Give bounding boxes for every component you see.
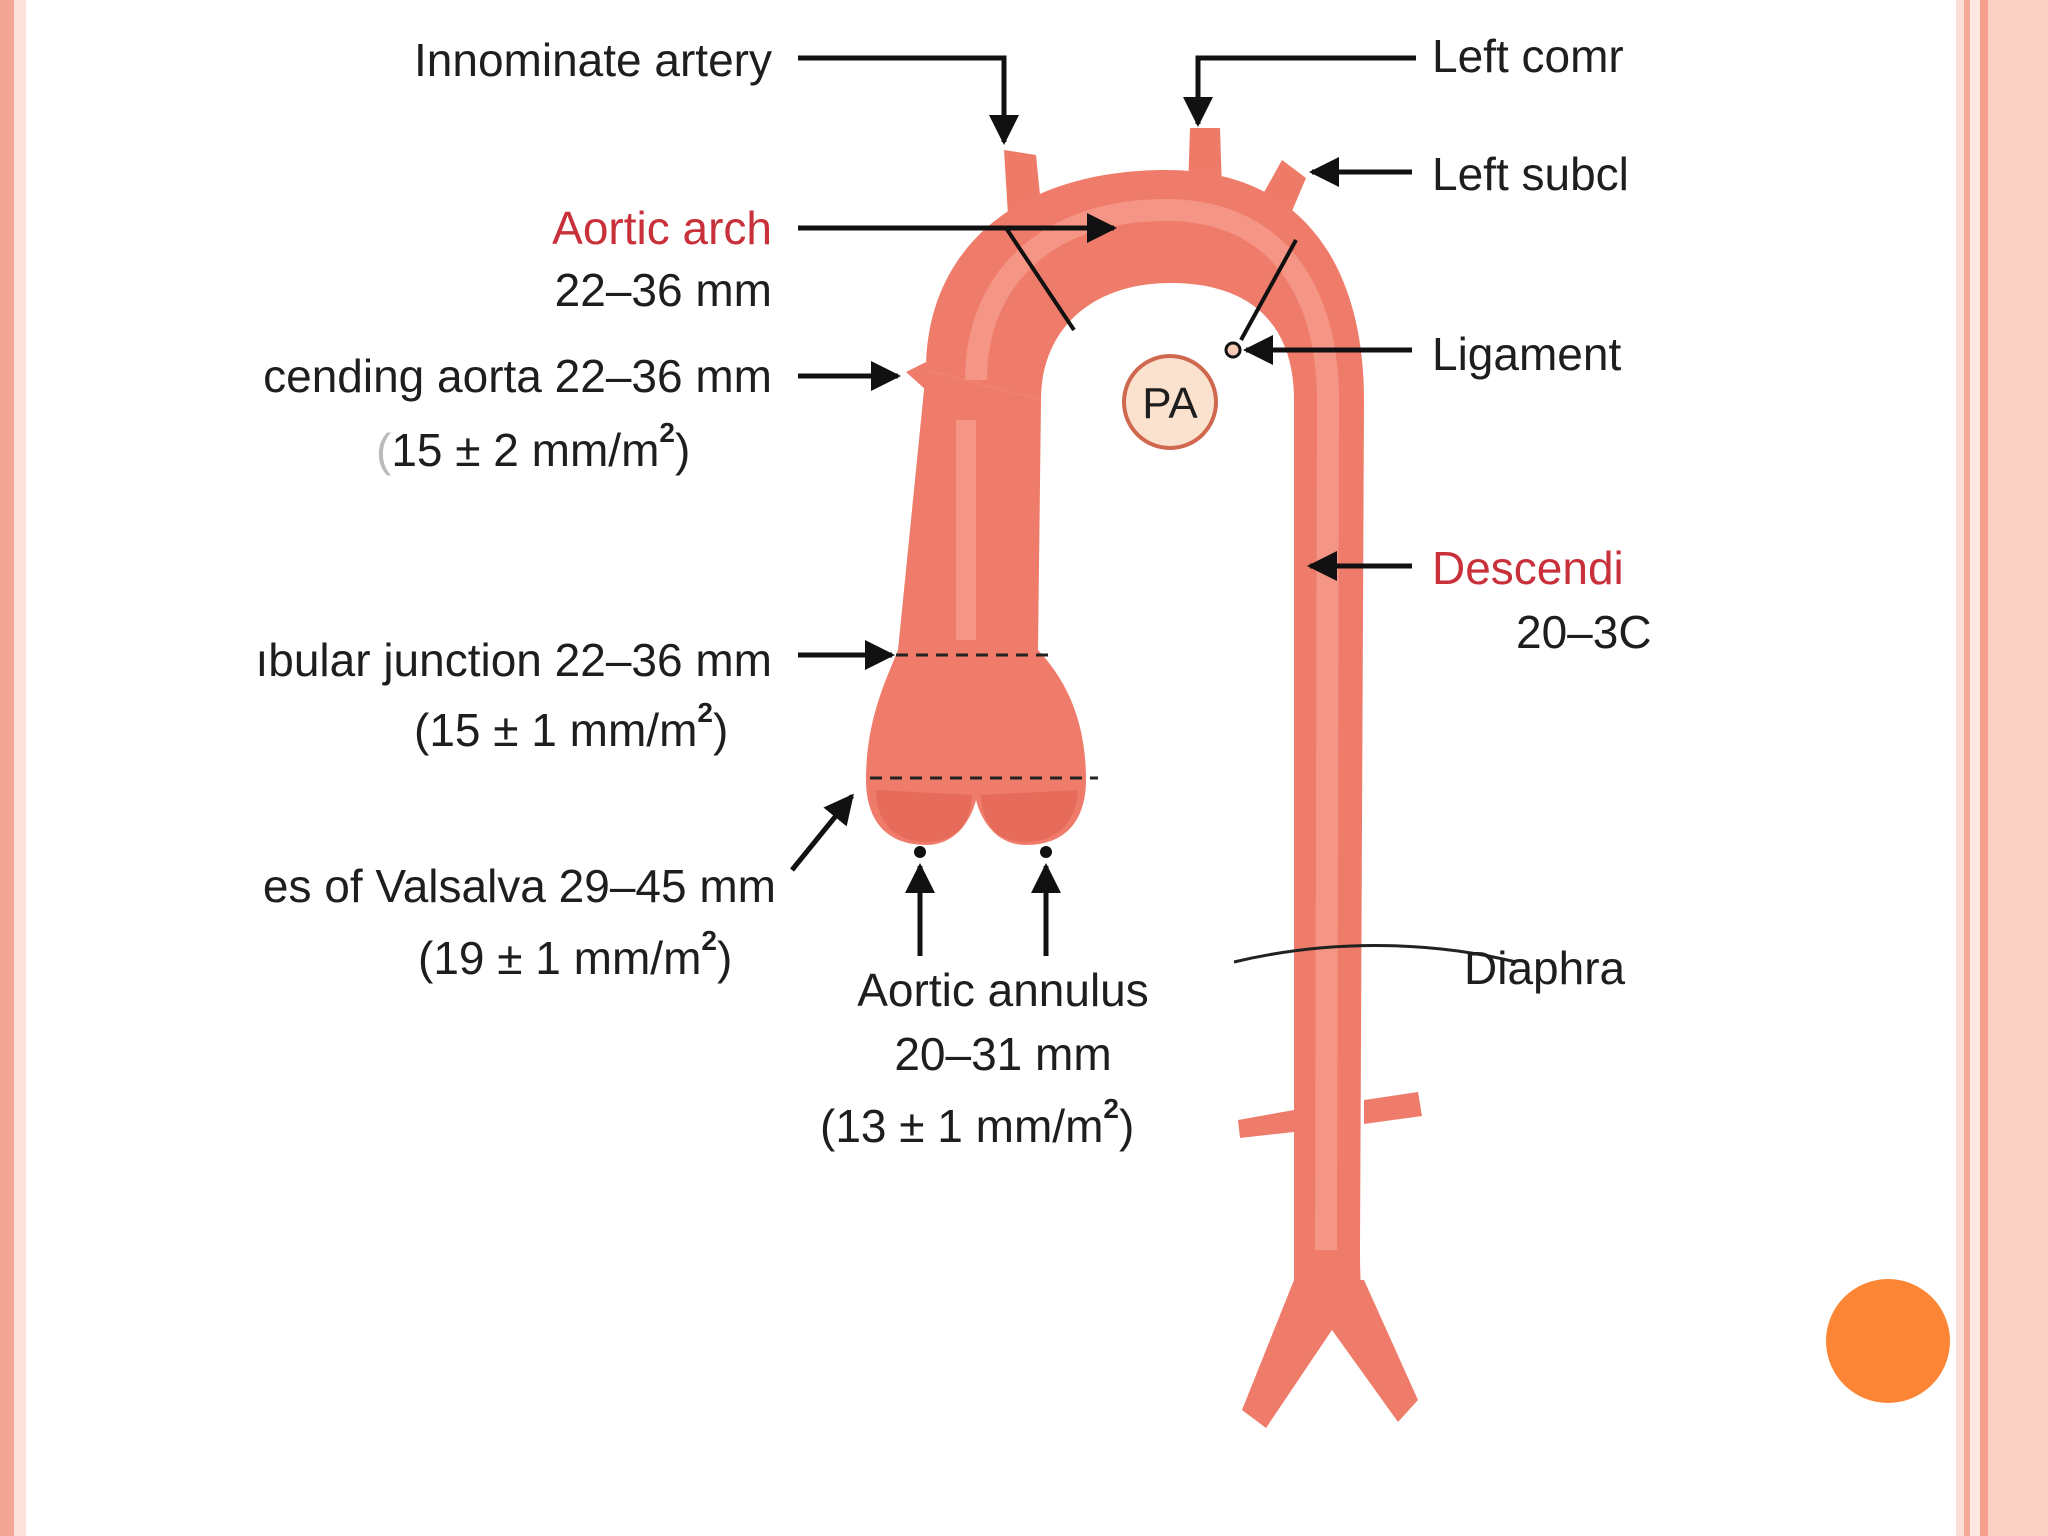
aortic-arch-label: Aortic arch (552, 202, 772, 254)
ascending-nub (906, 362, 926, 390)
left-subclavian-label: Left subcl (1432, 148, 1629, 200)
aorta-vessel: PA (866, 128, 1516, 1428)
slide-accent-dot (1826, 1279, 1950, 1403)
stj-label: ıbular junction 22–36 mm (255, 634, 772, 686)
innominate-label: Innominate artery (414, 34, 772, 86)
sinuses-index: (19 ± 1 mm/m2) (418, 925, 732, 984)
ascending-label: cending aorta 22–36 mm (263, 350, 772, 402)
lower-branch-right (1364, 1092, 1422, 1124)
slide-frame-left (0, 0, 14, 1536)
slide-frame-right (1956, 0, 2048, 1536)
descending-label: Descendi (1432, 542, 1624, 594)
aorta-diagram-svg: PA Innominate artery Left comr Left subc… (186, 0, 1656, 1500)
descending-size: 20–3C (1516, 606, 1652, 658)
pa-label: PA (1142, 379, 1198, 428)
sinuses-label: es of Valsalva 29–45 mm (263, 860, 776, 912)
diaphragm-label: Diaphra (1464, 942, 1626, 994)
iliac-bifurcation (1242, 1280, 1418, 1428)
left-common-label: Left comr (1432, 30, 1624, 82)
aorta-diagram: PA Innominate artery Left comr Left subc… (186, 0, 1656, 1500)
annulus-dot-right (1040, 846, 1052, 858)
annulus-size: 20–31 mm (894, 1028, 1111, 1080)
ascending-index: (15 ± 2 mm/m2) (376, 417, 690, 476)
aortic-arch-size: 22–36 mm (555, 264, 772, 316)
ligament-label: Ligament (1432, 328, 1621, 380)
stj-index: (15 ± 1 mm/m2) (414, 697, 728, 756)
lower-branch-left (1238, 1110, 1294, 1138)
left-common-arrow (1198, 58, 1416, 124)
sinus-arrow (792, 796, 852, 870)
slide-frame-left-inner (14, 0, 26, 1536)
annulus-label: Aortic annulus (857, 964, 1149, 1016)
annulus-dot-left (914, 846, 926, 858)
annulus-index: (13 ± 1 mm/m2) (820, 1093, 1134, 1152)
ligament-dot (1226, 343, 1240, 357)
innominate-arrow (798, 58, 1004, 142)
